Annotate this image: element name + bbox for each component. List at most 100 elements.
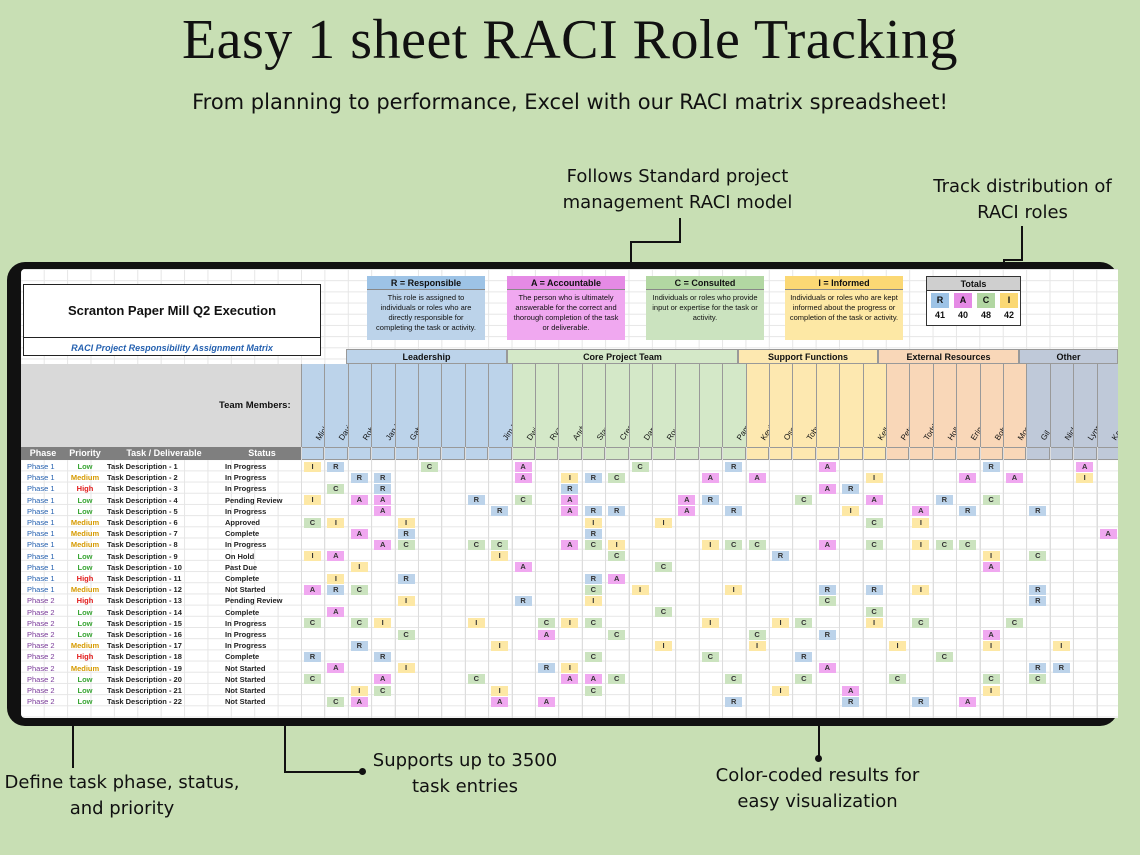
raci-cell[interactable]: I [397, 517, 415, 528]
raci-cell[interactable]: C [584, 539, 602, 550]
raci-cell[interactable]: C [584, 651, 602, 662]
raci-cell[interactable]: R [608, 506, 626, 517]
raci-cell[interactable]: R [935, 495, 953, 506]
raci-cell[interactable]: R [725, 506, 743, 517]
raci-cell[interactable]: I [701, 539, 719, 550]
raci-cell[interactable]: A [678, 506, 696, 517]
raci-cell[interactable]: R [584, 472, 602, 483]
raci-cell[interactable]: I [304, 495, 321, 506]
raci-cell[interactable]: R [327, 461, 345, 472]
raci-cell[interactable]: R [1029, 584, 1047, 595]
raci-cell[interactable]: A [818, 461, 836, 472]
raci-cell[interactable]: A [350, 495, 368, 506]
raci-cell[interactable]: A [561, 539, 579, 550]
raci-cell[interactable]: C [889, 674, 906, 685]
raci-cell[interactable]: C [421, 461, 438, 472]
raci-cell[interactable]: C [748, 629, 766, 640]
raci-cell[interactable]: I [701, 618, 719, 629]
raci-cell[interactable]: C [865, 607, 883, 618]
raci-cell[interactable]: I [912, 517, 930, 528]
raci-cell[interactable]: C [982, 495, 1000, 506]
raci-cell[interactable]: A [1099, 528, 1117, 539]
raci-cell[interactable]: I [374, 618, 392, 629]
raci-cell[interactable]: R [374, 651, 392, 662]
raci-cell[interactable]: R [327, 584, 345, 595]
raci-cell[interactable]: A [561, 495, 579, 506]
raci-cell[interactable]: C [608, 551, 626, 562]
raci-cell[interactable]: C [327, 696, 345, 707]
raci-cell[interactable]: C [304, 674, 321, 685]
raci-cell[interactable]: C [350, 584, 368, 595]
raci-cell[interactable]: C [982, 674, 1000, 685]
raci-cell[interactable]: I [982, 640, 1000, 651]
raci-cell[interactable]: A [982, 562, 1000, 573]
raci-cell[interactable]: A [538, 696, 555, 707]
raci-cell[interactable]: I [491, 551, 509, 562]
raci-cell[interactable]: I [912, 539, 930, 550]
raci-cell[interactable]: R [584, 573, 602, 584]
raci-cell[interactable]: A [327, 663, 345, 674]
raci-cell[interactable]: C [655, 562, 672, 573]
raci-cell[interactable]: C [327, 483, 345, 494]
raci-cell[interactable]: A [350, 528, 368, 539]
raci-cell[interactable]: R [397, 528, 415, 539]
raci-cell[interactable]: C [655, 607, 672, 618]
raci-cell[interactable]: A [304, 584, 321, 595]
raci-cell[interactable]: I [584, 517, 602, 528]
raci-cell[interactable]: R [1029, 663, 1047, 674]
raci-cell[interactable]: R [842, 696, 860, 707]
raci-cell[interactable]: I [982, 685, 1000, 696]
raci-cell[interactable]: A [374, 539, 392, 550]
raci-cell[interactable]: R [350, 640, 368, 651]
raci-cell[interactable]: A [514, 562, 532, 573]
raci-cell[interactable]: R [795, 651, 813, 662]
raci-cell[interactable]: C [304, 618, 321, 629]
raci-cell[interactable]: C [304, 517, 321, 528]
raci-cell[interactable]: R [374, 472, 392, 483]
raci-cell[interactable]: I [982, 551, 1000, 562]
raci-cell[interactable]: I [889, 640, 906, 651]
raci-cell[interactable]: I [1076, 472, 1094, 483]
raci-cell[interactable]: I [350, 685, 368, 696]
raci-cell[interactable]: A [818, 663, 836, 674]
raci-cell[interactable]: R [374, 483, 392, 494]
raci-cell[interactable]: A [608, 573, 626, 584]
raci-cell[interactable]: R [350, 472, 368, 483]
raci-cell[interactable]: I [304, 551, 321, 562]
raci-cell[interactable]: R [397, 573, 415, 584]
raci-cell[interactable]: R [584, 528, 602, 539]
raci-cell[interactable]: C [1029, 551, 1047, 562]
raci-cell[interactable]: C [584, 618, 602, 629]
raci-cell[interactable]: A [865, 495, 883, 506]
raci-cell[interactable]: I [491, 640, 509, 651]
raci-cell[interactable]: C [748, 539, 766, 550]
raci-cell[interactable]: C [795, 618, 813, 629]
raci-cell[interactable]: A [818, 539, 836, 550]
header-status[interactable]: Status [223, 447, 301, 460]
raci-cell[interactable]: A [374, 506, 392, 517]
raci-cell[interactable]: I [491, 685, 509, 696]
raci-cell[interactable]: C [818, 595, 836, 606]
raci-cell[interactable]: R [959, 506, 977, 517]
raci-cell[interactable]: C [865, 539, 883, 550]
raci-cell[interactable]: A [561, 506, 579, 517]
raci-cell[interactable]: I [327, 517, 345, 528]
raci-cell[interactable]: C [701, 651, 719, 662]
raci-cell[interactable]: I [655, 640, 672, 651]
raci-cell[interactable]: I [608, 539, 626, 550]
raci-cell[interactable]: C [1029, 674, 1047, 685]
raci-cell[interactable]: C [350, 618, 368, 629]
raci-cell[interactable]: A [350, 696, 368, 707]
